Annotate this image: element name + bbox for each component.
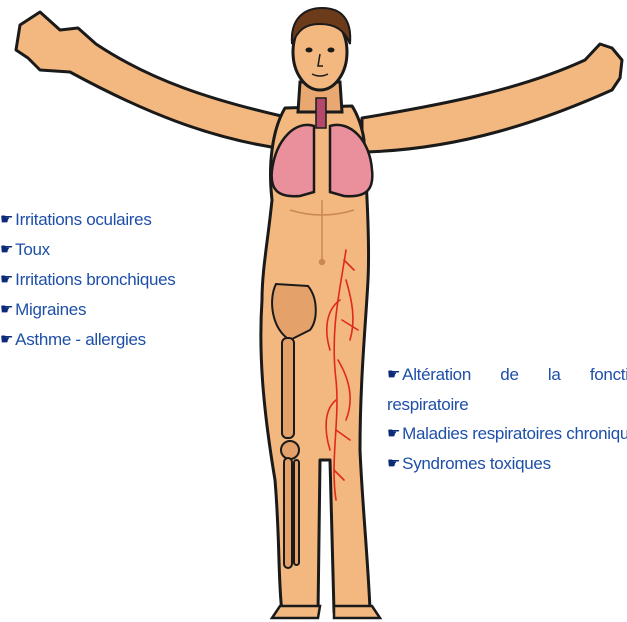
list-item: ☛Migraines (0, 295, 176, 325)
knee (281, 441, 299, 459)
list-item: ☛Irritations oculaires (0, 205, 176, 235)
right-arm (362, 44, 622, 152)
list-item: ☛Irritations bronchiques (0, 265, 176, 295)
list-item: ☛Syndromes toxiques (387, 449, 627, 479)
pointing-hand-icon: ☛ (0, 204, 13, 234)
left-arm (16, 12, 292, 150)
list-item: ☛Altération de la fonction respiratoire (387, 360, 627, 419)
fibula (294, 460, 299, 565)
list-item: ☛Asthme - allergies (0, 325, 176, 355)
pointing-hand-icon: ☛ (387, 449, 400, 478)
head (292, 8, 350, 90)
pointing-hand-icon: ☛ (387, 419, 400, 448)
left-foot (272, 606, 320, 618)
femur (282, 338, 294, 438)
pointing-hand-icon: ☛ (0, 264, 13, 294)
pointing-hand-icon: ☛ (0, 324, 13, 354)
right-effects-list: ☛Altération de la fonction respiratoire … (387, 360, 627, 479)
effect-label: Syndromes toxiques (402, 454, 551, 473)
pointing-hand-icon: ☛ (0, 294, 13, 324)
pointing-hand-icon: ☛ (387, 360, 400, 389)
list-item: ☛Maladies respiratoires chroniques (387, 419, 627, 449)
trachea (316, 98, 326, 128)
right-foot (334, 606, 380, 618)
effect-label: Maladies respiratoires chroniques (402, 424, 627, 443)
effect-label: Irritations oculaires (15, 210, 151, 229)
effect-label: Altération de la fonction respiratoire (387, 365, 627, 414)
tibia (284, 458, 292, 568)
pointing-hand-icon: ☛ (0, 234, 13, 264)
effect-label: Migraines (15, 300, 86, 319)
effect-label: Irritations bronchiques (15, 270, 175, 289)
left-effects-list: ☛Irritations oculaires ☛Toux ☛Irritation… (0, 205, 176, 355)
effect-label: Asthme - allergies (15, 330, 146, 349)
effect-label: Toux (15, 240, 50, 259)
list-item: ☛Toux (0, 235, 176, 265)
